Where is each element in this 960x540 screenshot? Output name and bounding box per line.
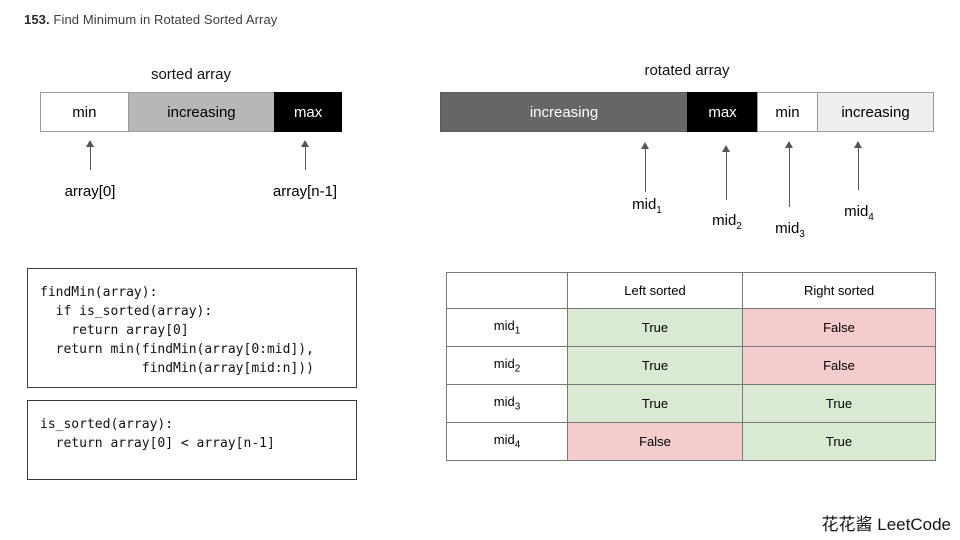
arrow-head [641, 142, 649, 149]
mid-label-base: mid [844, 203, 869, 220]
brand-watermark: 花花酱 LeetCode [821, 515, 951, 534]
mid-label-sub: 2 [736, 221, 742, 232]
table-cell: False [567, 422, 743, 461]
arrow-stem [644, 149, 646, 192]
array-segment-min: min [40, 92, 129, 132]
mid3-label: mid3 [758, 220, 822, 240]
issorted-code: is_sorted(array): return array[0] < arra… [40, 417, 275, 451]
pointer-label-arrayn1: array[n-1] [272, 183, 338, 200]
array-segment-increasing: increasing [440, 92, 688, 132]
problem-name: Find Minimum in Rotated Sorted Array [53, 12, 278, 27]
right-sorted-header: Right sorted [742, 272, 936, 309]
up-arrow-icon [300, 140, 310, 170]
arrow-head [785, 141, 793, 148]
row-label: mid1 [446, 308, 568, 347]
pointer-label-array0: array[0] [64, 183, 116, 200]
array-segment-max: max [687, 92, 758, 132]
arrow-head [722, 145, 730, 152]
mid-label-base: mid [632, 196, 657, 213]
row-label: mid3 [446, 384, 568, 423]
findmin-code: findMin(array): if is_sorted(array): ret… [40, 285, 314, 376]
array-segment-min: min [757, 92, 818, 132]
problem-number: 153. [24, 12, 50, 27]
table-cell: True [742, 422, 936, 461]
sorted-array-caption: sorted array [150, 66, 232, 83]
mid-label-base: mid [775, 220, 800, 237]
table-cell: False [742, 346, 936, 385]
mid-label-sub: 4 [868, 212, 874, 223]
up-arrow-icon [853, 141, 863, 190]
up-arrow-icon [640, 142, 650, 192]
table-header-row: Left sorted Right sorted [446, 272, 936, 309]
array-segment-max: max [274, 92, 342, 132]
arrow-stem [788, 148, 790, 207]
table-cell: False [742, 308, 936, 347]
up-arrow-icon [85, 140, 95, 170]
rotated-array-caption: rotated array [644, 62, 730, 79]
array-segment-increasing: increasing [817, 92, 934, 132]
mid-label-base: mid [712, 212, 737, 229]
table-cell: True [742, 384, 936, 423]
up-arrow-icon [721, 145, 731, 200]
table-cell: True [567, 308, 743, 347]
arrow-stem [304, 147, 306, 170]
corner-header-cell [446, 272, 568, 309]
row-label: mid2 [446, 346, 568, 385]
findmin-code-block: findMin(array): if is_sorted(array): ret… [27, 268, 357, 388]
arrow-head [86, 140, 94, 147]
table-cell: True [567, 384, 743, 423]
array-segment-increasing: increasing [127, 92, 276, 132]
arrow-head [301, 140, 309, 147]
up-arrow-icon [784, 141, 794, 207]
left-sorted-header: Left sorted [567, 272, 743, 309]
slide-title: 153. Find Minimum in Rotated Sorted Arra… [24, 12, 277, 27]
arrow-stem [725, 152, 727, 200]
mid2-label: mid2 [695, 212, 759, 232]
arrow-stem [857, 148, 859, 190]
row-label: mid4 [446, 422, 568, 461]
mid-label-sub: 3 [799, 229, 805, 240]
arrow-stem [89, 147, 91, 170]
arrow-head [854, 141, 862, 148]
table-cell: True [567, 346, 743, 385]
mid4-label: mid4 [827, 203, 891, 223]
mid-label-sub: 1 [656, 205, 662, 216]
mid1-label: mid1 [615, 196, 679, 216]
issorted-code-block: is_sorted(array): return array[0] < arra… [27, 400, 357, 480]
